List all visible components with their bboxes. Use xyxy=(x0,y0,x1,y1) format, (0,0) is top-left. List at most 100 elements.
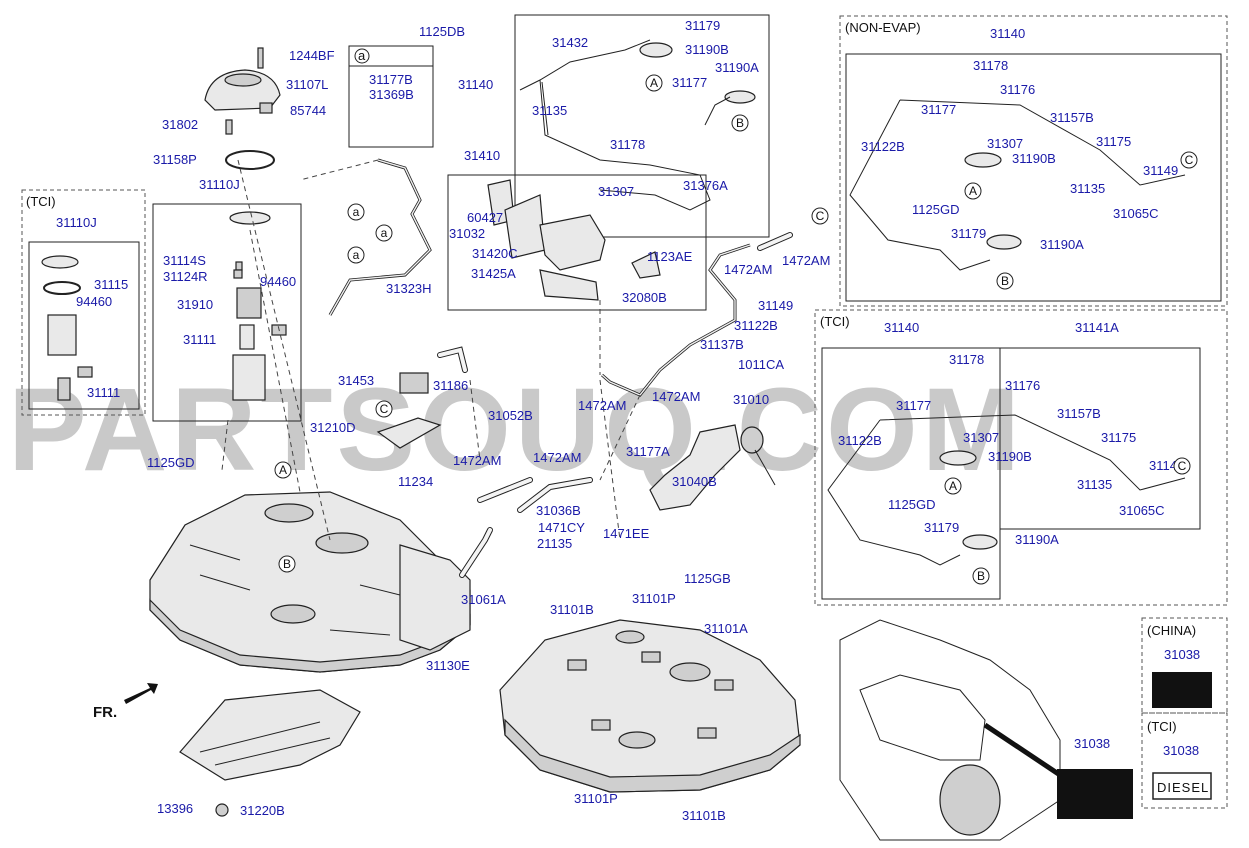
part-label-31190b[interactable]: 31190B xyxy=(685,42,729,57)
part-label-31140[interactable]: 31140 xyxy=(458,77,493,92)
part-label-31101p[interactable]: 31101P xyxy=(574,791,618,806)
part-label-1472am[interactable]: 1472AM xyxy=(782,253,830,268)
part-label-31178[interactable]: 31178 xyxy=(949,352,984,367)
part-label-31038[interactable]: 31038 xyxy=(1164,647,1200,662)
part-label-31175[interactable]: 31175 xyxy=(1096,134,1131,149)
part-label-31040b[interactable]: 31040B xyxy=(672,474,717,489)
part-label-31149[interactable]: 31149 xyxy=(758,298,793,313)
part-label-31061a[interactable]: 31061A xyxy=(461,592,506,607)
part-label-31177[interactable]: 31177 xyxy=(896,398,931,413)
part-label-31141a[interactable]: 31141A xyxy=(1075,320,1119,335)
part-label-31101a[interactable]: 31101A xyxy=(704,621,748,636)
part-label-31323h[interactable]: 31323H xyxy=(386,281,432,296)
part-label-1471ee[interactable]: 1471EE xyxy=(603,526,650,541)
part-label-1471cy[interactable]: 1471CY xyxy=(538,520,585,535)
part-label-1125gd[interactable]: 1125GD xyxy=(147,455,194,470)
part-label-94460[interactable]: 94460 xyxy=(260,274,296,289)
part-label-31410[interactable]: 31410 xyxy=(464,148,500,163)
part-label-31032[interactable]: 31032 xyxy=(449,226,485,241)
part-label-31176[interactable]: 31176 xyxy=(1005,378,1040,393)
part-label-60427[interactable]: 60427 xyxy=(467,210,503,225)
part-label-31179[interactable]: 31179 xyxy=(951,226,986,241)
part-label-31111[interactable]: 31111 xyxy=(87,385,120,400)
part-label-31307[interactable]: 31307 xyxy=(987,136,1023,151)
part-label-1125gb[interactable]: 1125GB xyxy=(684,571,731,586)
part-label-31186[interactable]: 31186 xyxy=(433,378,468,393)
part-label-31190a[interactable]: 31190A xyxy=(1040,237,1084,252)
part-label-31177[interactable]: 31177 xyxy=(921,102,956,117)
part-label-31122b[interactable]: 31122B xyxy=(734,318,778,333)
part-label-94460[interactable]: 94460 xyxy=(76,294,112,309)
part-label-31137b[interactable]: 31137B xyxy=(700,337,744,352)
part-label-31115[interactable]: 31115 xyxy=(94,277,128,292)
part-label-32080b[interactable]: 32080B xyxy=(622,290,667,305)
part-label-31190a[interactable]: 31190A xyxy=(715,60,759,75)
part-label-1472am[interactable]: 1472AM xyxy=(533,450,581,465)
part-label-31110j[interactable]: 31110J xyxy=(199,177,240,192)
part-label-31107l[interactable]: 31107L xyxy=(286,77,328,92)
part-label-1011ca[interactable]: 1011CA xyxy=(738,357,784,372)
part-label-31802[interactable]: 31802 xyxy=(162,117,198,132)
part-label-31124r[interactable]: 31124R xyxy=(163,269,208,284)
part-label-31140[interactable]: 31140 xyxy=(990,26,1025,41)
part-label-fr.[interactable]: FR. xyxy=(93,704,117,721)
part-label-31376a[interactable]: 31376A xyxy=(683,178,728,193)
part-label-85744[interactable]: 85744 xyxy=(290,103,326,118)
part-label-13396[interactable]: 13396 xyxy=(157,801,193,816)
part-label-31010[interactable]: 31010 xyxy=(733,392,769,407)
part-label-31114s[interactable]: 31114S xyxy=(163,253,206,268)
part-label-31122b[interactable]: 31122B xyxy=(861,139,905,154)
part-label-31177b[interactable]: 31177B xyxy=(369,72,413,87)
part-label-31178[interactable]: 31178 xyxy=(610,137,645,152)
part-label-31065c[interactable]: 31065C xyxy=(1113,206,1159,221)
part-label-31420c[interactable]: 31420C xyxy=(472,246,518,261)
part-label-1244bf[interactable]: 1244BF xyxy=(289,48,335,63)
part-label-31135[interactable]: 31135 xyxy=(532,103,567,118)
part-label-31910[interactable]: 31910 xyxy=(177,297,213,312)
part-label-31135[interactable]: 31135 xyxy=(1077,477,1112,492)
part-label-1472am[interactable]: 1472AM xyxy=(453,453,501,468)
part-label-31175[interactable]: 31175 xyxy=(1101,430,1136,445)
part-label-31038[interactable]: 31038 xyxy=(1163,743,1199,758)
part-label-31179[interactable]: 31179 xyxy=(924,520,959,535)
part-label-31178[interactable]: 31178 xyxy=(973,58,1008,73)
part-label-31369b[interactable]: 31369B xyxy=(369,87,414,102)
part-label-31190b[interactable]: 31190B xyxy=(988,449,1032,464)
part-label-31101b[interactable]: 31101B xyxy=(550,602,594,617)
part-label-11234[interactable]: 11234 xyxy=(398,474,433,489)
part-label-31130e[interactable]: 31130E xyxy=(426,658,470,673)
part-label-1472am[interactable]: 1472AM xyxy=(652,389,700,404)
part-label-31220b[interactable]: 31220B xyxy=(240,803,285,818)
part-label-31176[interactable]: 31176 xyxy=(1000,82,1035,97)
part-label-31190b[interactable]: 31190B xyxy=(1012,151,1056,166)
part-label-1123ae[interactable]: 1123AE xyxy=(647,249,693,264)
part-label-31190a[interactable]: 31190A xyxy=(1015,532,1059,547)
part-label-31432[interactable]: 31432 xyxy=(552,35,588,50)
part-label-31307[interactable]: 31307 xyxy=(598,184,634,199)
part-label-21135[interactable]: 21135 xyxy=(537,536,572,551)
part-label-31177[interactable]: 31177 xyxy=(672,75,707,90)
part-label-31038[interactable]: 31038 xyxy=(1074,736,1110,751)
part-label-31110j[interactable]: 31110J xyxy=(56,215,97,230)
part-label-31111[interactable]: 31111 xyxy=(183,332,216,347)
part-label-31101b[interactable]: 31101B xyxy=(682,808,726,823)
part-label-1125db[interactable]: 1125DB xyxy=(419,24,465,39)
part-label-1125gd[interactable]: 1125GD xyxy=(912,202,959,217)
part-label-31122b[interactable]: 31122B xyxy=(838,433,882,448)
part-label-31453[interactable]: 31453 xyxy=(338,373,374,388)
part-label-31149[interactable]: 31149 xyxy=(1143,163,1178,178)
part-label-31135[interactable]: 31135 xyxy=(1070,181,1105,196)
part-label-31036b[interactable]: 31036B xyxy=(536,503,581,518)
part-label-1472am[interactable]: 1472AM xyxy=(724,262,772,277)
part-label-31179[interactable]: 31179 xyxy=(685,18,720,33)
part-label-31177a[interactable]: 31177A xyxy=(626,444,670,459)
part-label-31307[interactable]: 31307 xyxy=(963,430,999,445)
part-label-31157b[interactable]: 31157B xyxy=(1050,110,1094,125)
part-label-31140[interactable]: 31140 xyxy=(884,320,919,335)
part-label-31425a[interactable]: 31425A xyxy=(471,266,516,281)
part-label-31065c[interactable]: 31065C xyxy=(1119,503,1165,518)
part-label-1125gd[interactable]: 1125GD xyxy=(888,497,935,512)
part-label-31157b[interactable]: 31157B xyxy=(1057,406,1101,421)
part-label-31158p[interactable]: 31158P xyxy=(153,152,197,167)
part-label-31052b[interactable]: 31052B xyxy=(488,408,533,423)
